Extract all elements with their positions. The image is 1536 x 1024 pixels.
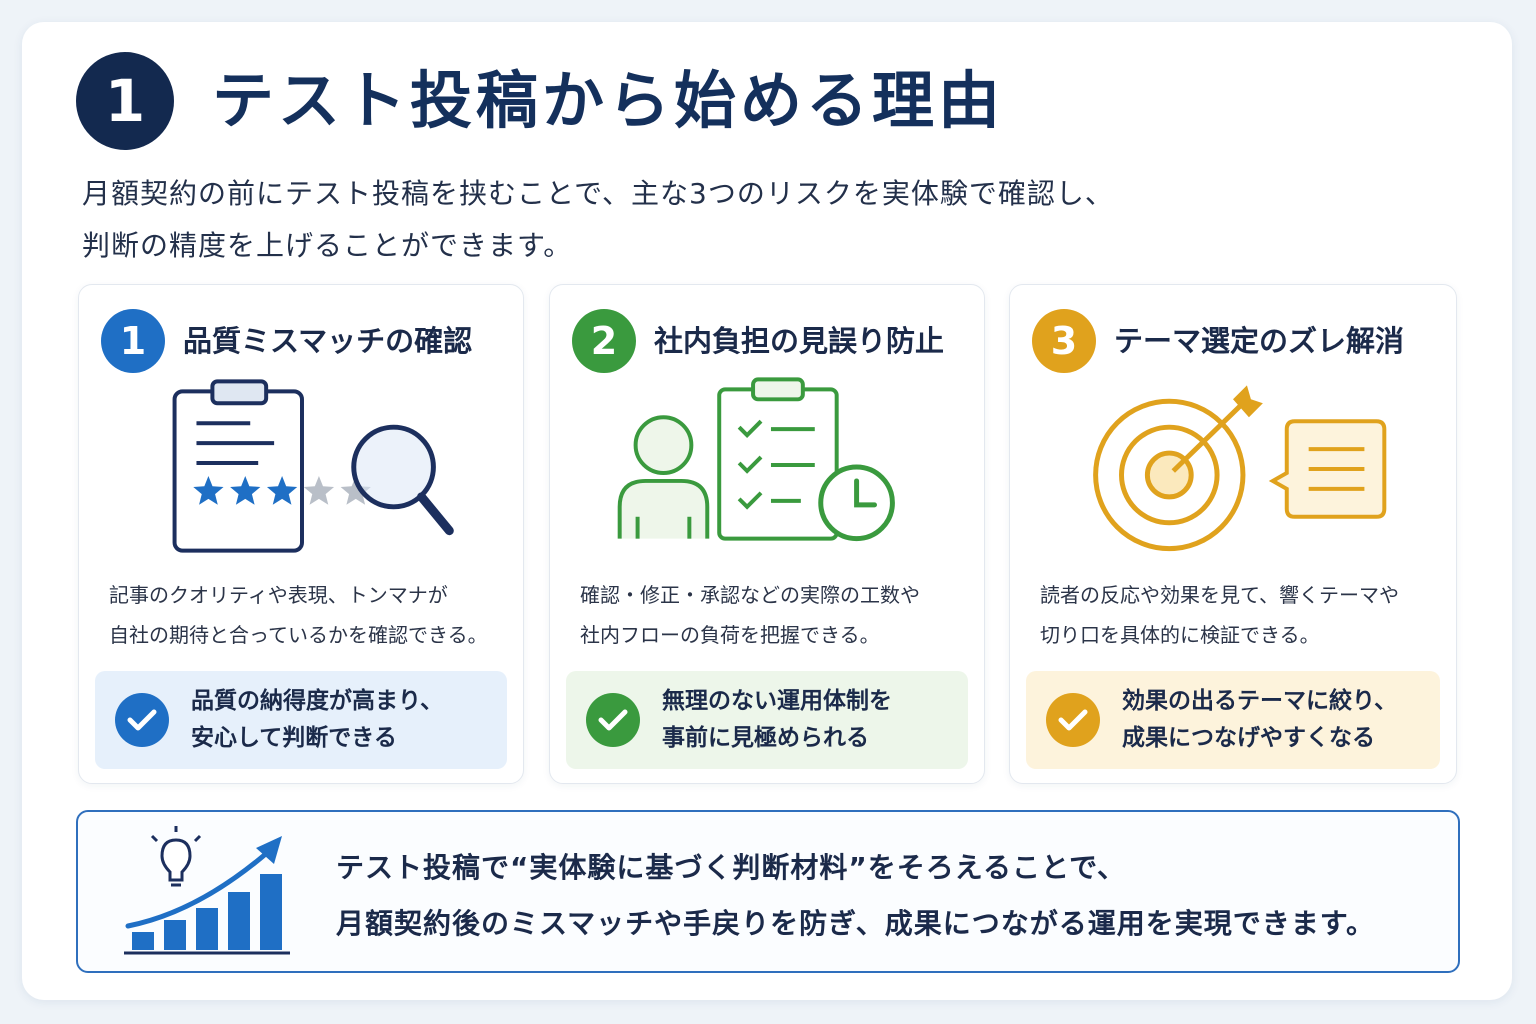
summary-line-1: テスト投稿で“実体験に基づく判断材料”をそろえることで、: [336, 851, 1127, 884]
result-line-2: 成果につなげやすくなる: [1122, 725, 1375, 751]
check-icon: [586, 693, 640, 747]
star-icon: [303, 475, 335, 505]
star-icon: [340, 475, 371, 505]
result-text: 効果の出るテーマに絞り、 成果につなげやすくなる: [1122, 683, 1397, 757]
result-line-2: 事前に見極められる: [662, 725, 869, 751]
card-workload-estimate: 2 社内負担の見誤り防止 確認・修正・承認などの実際の工数や 社内フローの負荷を…: [549, 284, 985, 784]
card-result: 無理のない運用体制を 事前に見極められる: [566, 671, 968, 769]
card-title: 品質ミスマッチの確認: [183, 324, 473, 358]
card-number-badge: 2: [572, 309, 636, 373]
bar-chart-icon: [124, 874, 290, 955]
star-icon: [266, 475, 298, 505]
theme-illustration: [1093, 385, 1387, 552]
person-icon: [617, 415, 710, 539]
arrow-icon: [1171, 385, 1263, 473]
check-icon: [115, 693, 169, 747]
rating-stars: [193, 475, 371, 505]
card-number-badge: 1: [101, 309, 165, 373]
card-number-badge: 3: [1032, 309, 1096, 373]
workload-illustration: [617, 377, 895, 542]
page-title: テスト投稿から始める理由: [212, 64, 1005, 137]
quality-illustration: [172, 379, 454, 553]
desc-line-2: 自社の期待と合っているかを確認できる。: [109, 623, 488, 647]
result-text: 品質の納得度が高まり、 安心して判断できる: [191, 683, 443, 757]
magnifier-icon: [351, 424, 454, 536]
desc-line-2: 社内フローの負荷を把握できる。: [580, 623, 880, 647]
star-icon: [230, 475, 261, 505]
lead-line-1: 月額契約の前にテスト投稿を挟むことで、主な3つのリスクを実体験で確認し、: [82, 177, 1114, 210]
target-icon: [1093, 398, 1246, 552]
result-line-1: 無理のない運用体制を: [662, 688, 892, 714]
check-icon: [1046, 693, 1100, 747]
growth-chart-illustration: [124, 826, 290, 955]
card-result: 効果の出るテーマに絞り、 成果につなげやすくなる: [1026, 671, 1440, 769]
lightbulb-icon: [150, 826, 202, 887]
summary-line-2: 月額契約後のミスマッチや手戻りを防ぎ、成果につながる運用を実現できます。: [336, 907, 1375, 940]
result-line-1: 品質の納得度が高まり、: [191, 688, 444, 714]
desc-line-2: 切り口を具体的に検証できる。: [1040, 623, 1320, 647]
clipboard-icon: [172, 379, 304, 553]
desc-line-1: 記事のクオリティや表現、トンマナが: [109, 583, 448, 607]
checklist-icon: [717, 377, 839, 541]
star-icon: [193, 475, 224, 505]
result-line-1: 効果の出るテーマに絞り、: [1122, 688, 1398, 714]
desc-line-1: 読者の反応や効果を見て、響くテーマや: [1040, 583, 1399, 607]
card-theme-alignment: 3 テーマ選定のズレ解消 読者の反応や効果を見て、響くテーマや 切り口を具体的に…: [1009, 284, 1457, 784]
card-quality-mismatch: 1 品質ミスマッチの確認 記事のクオリティや表現、トンマナが 自社の期待と合って…: [78, 284, 524, 784]
trend-arrow-icon: [125, 836, 282, 929]
card-result: 品質の納得度が高まり、 安心して判断できる: [95, 671, 507, 769]
summary-box: テスト投稿で“実体験に基づく判断材料”をそろえることで、 月額契約後のミスマッチ…: [76, 810, 1460, 973]
card-description: 記事のクオリティや表現、トンマナが 自社の期待と合っているかを確認できる。: [109, 575, 513, 655]
desc-line-1: 確認・修正・承認などの実際の工数や: [580, 583, 920, 607]
card-description: 読者の反応や効果を見て、響くテーマや 切り口を具体的に検証できる。: [1040, 575, 1446, 655]
result-text: 無理のない運用体制を 事前に見極められる: [662, 683, 892, 757]
speech-bubble-icon: [1268, 419, 1387, 519]
card-title: 社内負担の見誤り防止: [654, 324, 945, 358]
card-title: テーマ選定のズレ解消: [1114, 324, 1405, 358]
summary-text: テスト投稿で“実体験に基づく判断材料”をそろえることで、 月額契約後のミスマッチ…: [336, 840, 1375, 952]
result-line-2: 安心して判断できる: [191, 725, 397, 751]
lead-text: 月額契約の前にテスト投稿を挟むことで、主な3つのリスクを実体験で確認し、 判断の…: [82, 168, 1382, 272]
clock-icon: [818, 464, 895, 542]
section-number-badge: 1: [76, 52, 174, 150]
lead-line-2: 判断の精度を上げることができます。: [82, 229, 573, 262]
card-description: 確認・修正・承認などの実際の工数や 社内フローの負荷を把握できる。: [580, 575, 974, 655]
